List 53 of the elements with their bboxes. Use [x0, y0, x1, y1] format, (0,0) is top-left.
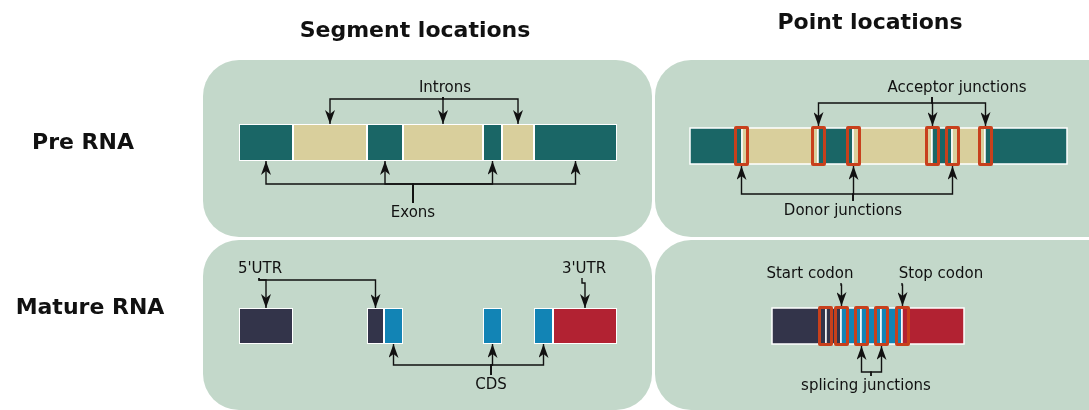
junction-marker — [854, 306, 869, 346]
annotation-label: 3'UTR — [557, 259, 611, 278]
junction-marker — [811, 126, 826, 166]
rna-segment — [553, 308, 617, 344]
rna-segment — [534, 308, 553, 344]
rna-segment — [293, 124, 367, 161]
annotation-label: Donor junctions — [770, 201, 916, 220]
annotation-label: Acceptor junctions — [875, 78, 1039, 97]
rna-segment — [403, 124, 483, 161]
junction-marker — [846, 126, 861, 166]
rna-segment — [384, 308, 403, 344]
rna-segment — [483, 308, 502, 344]
rna-segment — [367, 124, 403, 161]
junction-marker — [978, 126, 993, 166]
panel-background — [203, 60, 652, 237]
panel-background — [655, 240, 1089, 410]
arrow — [836, 282, 847, 307]
panel-background — [203, 240, 652, 410]
heading: Mature RNA — [14, 293, 166, 321]
annotation-label: Exons — [383, 203, 443, 222]
heading: Point locations — [776, 8, 964, 36]
rna-segment — [534, 124, 617, 161]
arrow — [580, 277, 590, 309]
junction-marker — [945, 126, 960, 166]
junction-marker — [874, 306, 889, 346]
annotation-label: Stop codon — [891, 264, 991, 283]
rna-segment — [502, 124, 534, 161]
junction-marker — [818, 306, 833, 346]
arrow — [412, 160, 581, 204]
annotation-label: Introns — [411, 78, 479, 97]
heading: Pre RNA — [31, 128, 135, 156]
junction-marker — [895, 306, 910, 346]
rna-segment — [483, 124, 502, 161]
arrow — [852, 165, 958, 202]
arrow — [490, 343, 549, 376]
heading: Segment locations — [298, 16, 532, 44]
annotation-label: splicing junctions — [788, 376, 944, 395]
arrow — [870, 345, 887, 377]
rna-segment — [239, 124, 293, 161]
rna-segment — [367, 308, 384, 344]
junction-marker — [734, 126, 749, 166]
arrow — [325, 96, 444, 125]
annotation-label: Start codon — [757, 264, 863, 283]
annotation-label: CDS — [469, 375, 513, 394]
arrow — [442, 96, 523, 125]
arrow — [897, 282, 908, 307]
rna-segment — [239, 308, 293, 344]
panel-background — [655, 60, 1089, 237]
annotation-label: 5'UTR — [233, 259, 287, 278]
arrow — [258, 277, 381, 309]
arrow — [931, 96, 991, 127]
junction-marker — [925, 126, 940, 166]
junction-marker — [834, 306, 849, 346]
